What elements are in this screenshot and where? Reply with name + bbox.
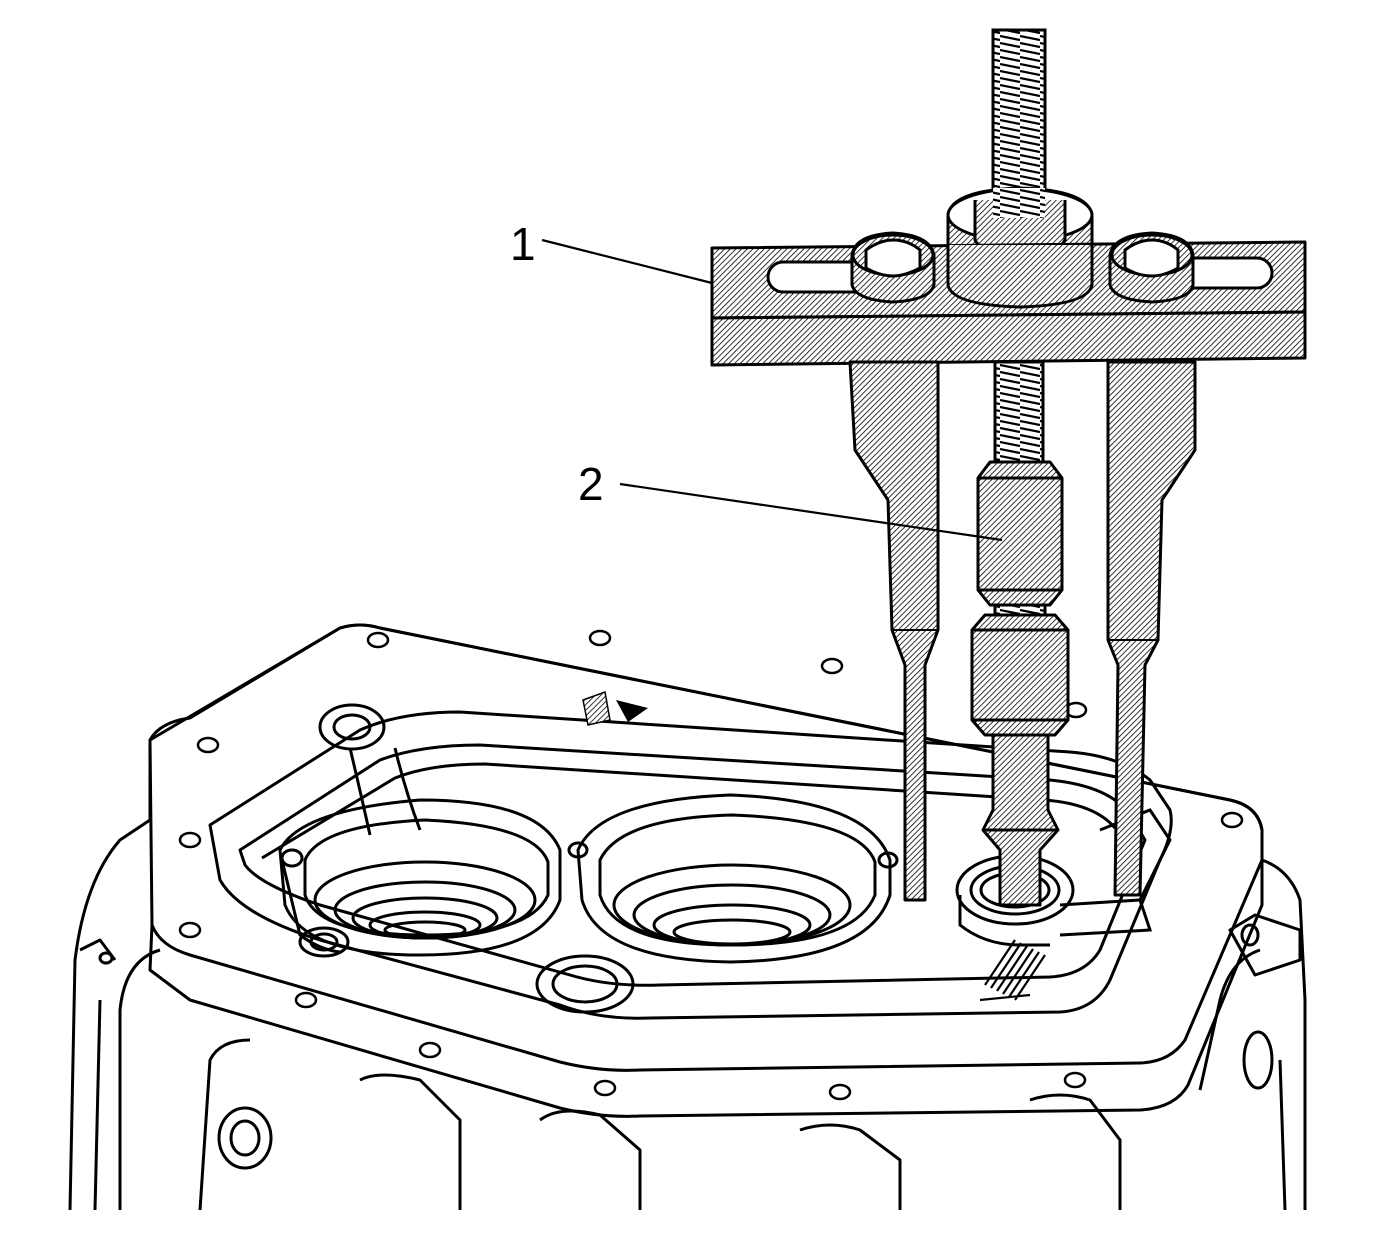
flange-bolt-holes [178, 629, 1244, 1101]
transmission-case [68, 623, 1307, 1211]
callout-leaders [541, 238, 1003, 542]
callout-1-label: 1 [510, 218, 536, 270]
detent-spring [979, 939, 1046, 1002]
puller-adapter [970, 460, 1070, 907]
center-bearing-bore [567, 793, 899, 964]
puller-leg-edges [892, 629, 1158, 641]
callout-2-label: 2 [578, 458, 604, 510]
forcing-screw-lower [993, 360, 1045, 476]
crossbar-bolts [850, 231, 1195, 304]
puller-crossbar [710, 240, 1307, 367]
left-bearing-bore [278, 798, 562, 958]
casting-mark [582, 690, 648, 726]
